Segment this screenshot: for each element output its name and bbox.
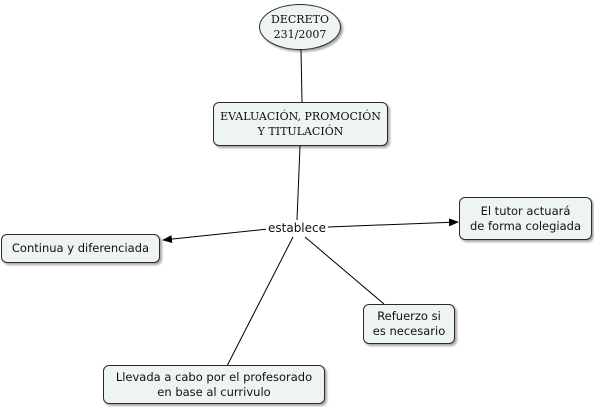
node-llevada-profesorado[interactable]: Llevada a cabo por el profesorado en bas… (103, 365, 325, 404)
node-refuerzo[interactable]: Refuerzo si es necesario (363, 304, 455, 344)
node-tutor-colegiada[interactable]: El tutor actuará de forma colegiada (459, 197, 592, 240)
node-evaluacion-promocion-titulacion[interactable]: EVALUACIÓN, PROMOCIÓN Y TITULACIÓN (213, 102, 388, 146)
edge-decreto-evaluacion (300, 49, 303, 103)
node-decreto[interactable]: DECRETO 231/2007 (259, 4, 341, 50)
edge-establece-tutor (327, 218, 459, 228)
edge-establece-refuerzo (304, 236, 385, 305)
edge-evaluacion-establece (296, 145, 301, 221)
node-continua-diferenciada[interactable]: Continua y diferenciada (1, 234, 160, 263)
edge-establece-continua (162, 228, 269, 244)
linking-phrase-establece[interactable]: establece (266, 220, 329, 236)
edge-establece-llevada (226, 236, 294, 367)
